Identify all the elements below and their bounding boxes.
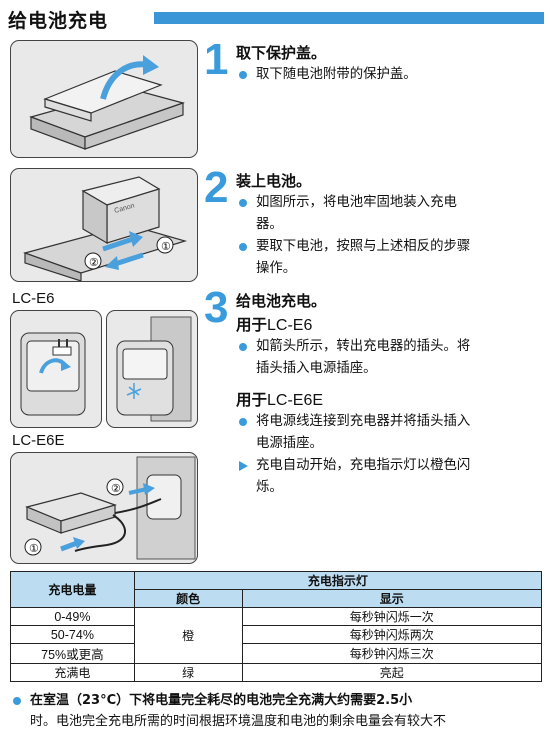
step-3-lc-e6e-line-2: 电源插座。 bbox=[256, 436, 323, 451]
bullet-dot-icon bbox=[239, 199, 247, 207]
step-3-lc-e6e-line-1: 将电源线连接到充电器并将插头插入 bbox=[256, 414, 471, 429]
sub-title-prefix: 用于 bbox=[236, 391, 268, 409]
step-2-bullet-2-line-1: 要取下电池，按照与上述相反的步骤 bbox=[256, 239, 471, 254]
table-header-row: 充电电量 充电指示灯 bbox=[10, 571, 543, 608]
sub-title-lc-e6: 用于LC-E6 bbox=[236, 313, 312, 335]
bullet-dot-icon bbox=[239, 343, 247, 351]
sub-title-model: LC-E6E bbox=[267, 392, 324, 409]
charger-wall-drawing bbox=[116, 316, 192, 422]
step-2-bullet-1: 如图所示，将电池牢固地装入充电 器。 bbox=[236, 192, 550, 236]
table-subheader-row: 颜色 显示 bbox=[11, 589, 543, 608]
step-1-bullet: 取下随电池附带的保护盖。 bbox=[236, 64, 550, 86]
step-2-bullet-1-line-2: 器。 bbox=[256, 217, 283, 232]
table-row: 75%或更高 每秒钟闪烁三次 bbox=[10, 643, 543, 664]
table-row: 0-49% 橙 每秒钟闪烁一次 bbox=[10, 607, 543, 664]
title-rule bbox=[154, 12, 544, 24]
header-display: 显示 bbox=[241, 589, 543, 608]
step-1-number: 1 bbox=[204, 35, 229, 84]
step-3-lc-e6e-bullet: 将电源线连接到充电器并将插头插入 电源插座。 bbox=[236, 411, 550, 455]
cell-level: 75%或更高 bbox=[10, 643, 135, 664]
result-arrow-icon bbox=[239, 461, 248, 471]
header-color: 颜色 bbox=[133, 589, 243, 608]
charger-cover-drawing bbox=[29, 55, 186, 150]
cell-level: 50-74% bbox=[10, 625, 135, 644]
lc-e6-label: LC-E6 bbox=[12, 290, 55, 307]
cell-color-orange: 橙 bbox=[133, 607, 243, 664]
step-3-result-line-2: 烁。 bbox=[256, 480, 283, 495]
charge-time-note: 在室温（23°C）下将电量完全耗尽的电池完全充满大约需要2.5小 时。电池完全充… bbox=[10, 690, 550, 732]
charge-indicator-table: 充电电量 充电指示灯 颜色 显示 0-49% 橙 每秒钟闪烁一次 50-74% … bbox=[10, 571, 543, 682]
table-row: 充满电 绿 亮起 bbox=[10, 663, 543, 682]
lc-e6e-cord-illustration: ① ② bbox=[10, 452, 198, 564]
step-3-number: 3 bbox=[204, 283, 229, 332]
bullet-dot-icon bbox=[239, 418, 247, 426]
step-2-title: 装上电池。 bbox=[236, 172, 312, 190]
cell-display: 每秒钟闪烁三次 bbox=[241, 643, 543, 664]
step-3-lc-e6-line-1: 如箭头所示，转出充电器的插头。将 bbox=[256, 339, 471, 354]
page-title: 给电池充电 bbox=[8, 10, 109, 32]
sub-title-prefix: 用于 bbox=[236, 316, 268, 334]
remove-cover-illustration bbox=[10, 40, 198, 158]
header-charge-lamp: 充电指示灯 bbox=[133, 571, 543, 590]
cell-color-green: 绿 bbox=[133, 663, 243, 682]
step-3-lc-e6-line-2: 插头插入电源插座。 bbox=[256, 361, 377, 376]
cell-level: 充满电 bbox=[10, 663, 135, 682]
note-line-1: 在室温（23°C）下将电量完全耗尽的电池完全充满大约需要2.5小 bbox=[30, 693, 413, 708]
step-3-lc-e6-bullet: 如箭头所示，转出充电器的插头。将 插头插入电源插座。 bbox=[236, 336, 550, 380]
step-2-bullet-1-line-1: 如图所示，将电池牢固地装入充电 bbox=[256, 195, 457, 210]
section-header: 给电池充电 bbox=[8, 6, 544, 32]
callout-2: ② bbox=[89, 257, 99, 269]
cell-level: 0-49% bbox=[10, 607, 135, 626]
step-2-number: 2 bbox=[204, 163, 229, 212]
cell-display: 每秒钟闪烁一次 bbox=[241, 607, 543, 626]
sub-title-lc-e6e: 用于LC-E6E bbox=[236, 388, 323, 410]
callout-1-b: ① bbox=[29, 543, 39, 555]
step-3-title: 给电池充电。 bbox=[236, 292, 327, 310]
plug-rotate-drawing bbox=[20, 332, 86, 416]
callout-2-b: ② bbox=[111, 483, 121, 495]
bullet-dot-icon bbox=[239, 243, 247, 251]
lc-e6e-label: LC-E6E bbox=[12, 432, 65, 449]
callout-1: ① bbox=[161, 241, 171, 253]
step-1-bullet-text: 取下随电池附带的保护盖。 bbox=[256, 67, 417, 82]
note-line-2: 时。电池完全充电所需的时间根据环境温度和电池的剩余电量会有较大不 bbox=[30, 714, 447, 729]
cell-display: 每秒钟闪烁两次 bbox=[241, 625, 543, 644]
insert-battery-illustration: Canon ① ② bbox=[10, 168, 198, 282]
cell-display: 亮起 bbox=[241, 663, 543, 682]
step-3-result: 充电自动开始，充电指示灯以橙色闪 烁。 bbox=[236, 455, 550, 499]
bullet-dot-icon bbox=[239, 71, 247, 79]
battery-insert-drawing: Canon ① ② bbox=[22, 176, 188, 281]
step-1-title: 取下保护盖。 bbox=[236, 44, 327, 62]
lc-e6-wall-illustration bbox=[106, 310, 198, 428]
step-2-bullet-2-line-2: 操作。 bbox=[256, 261, 297, 276]
lc-e6-plug-illustration bbox=[10, 310, 102, 428]
header-charge-level: 充电电量 bbox=[10, 571, 135, 608]
table-row: 50-74% 每秒钟闪烁两次 bbox=[10, 625, 543, 644]
bullet-dot-icon bbox=[13, 697, 21, 705]
power-cord-drawing: ① ② bbox=[24, 456, 196, 560]
step-2-bullet-2: 要取下电池，按照与上述相反的步骤 操作。 bbox=[236, 236, 550, 280]
step-3-result-line-1: 充电自动开始，充电指示灯以橙色闪 bbox=[256, 458, 471, 473]
sub-title-model: LC-E6 bbox=[267, 317, 313, 334]
